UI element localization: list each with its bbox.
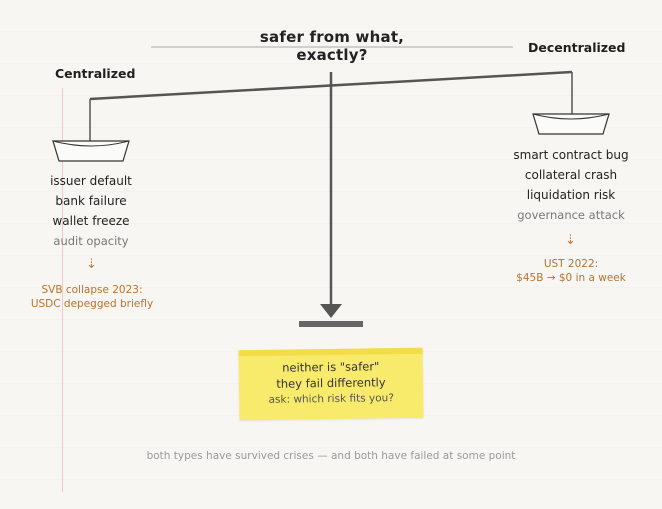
centralized-risk-list: issuer default bank failure wallet freez…: [40, 171, 142, 251]
risk-item: liquidation risk: [526, 188, 616, 202]
risk-item: collateral crash: [524, 168, 618, 182]
dashed-arrow-down-icon: ⇣: [565, 233, 576, 248]
example-line: SVB collapse 2023:: [41, 284, 143, 296]
right-pan: [532, 113, 610, 135]
example-line: $45B → $0 in a week: [516, 272, 626, 284]
dashed-arrow-down-icon: ⇣: [86, 257, 97, 272]
diagram-title: safer from what, exactly?: [259, 28, 405, 64]
example-line: USDC depegged briefly: [30, 298, 154, 310]
decentralized-example: UST 2022: $45B → $0 in a week: [506, 257, 636, 285]
risk-item-muted: governance attack: [517, 208, 625, 222]
decentralized-risk-list: smart contract bug collateral crash liqu…: [508, 145, 634, 225]
sticky-note: neither is "safer" they fail differently…: [238, 347, 424, 421]
decentralized-label: Decentralized: [528, 40, 626, 55]
scale-base: [299, 321, 363, 327]
sticky-tape: [238, 347, 423, 357]
example-line: UST 2022:: [543, 258, 599, 270]
sticky-tip: ask: which risk fits you?: [268, 392, 394, 406]
risk-item: wallet freeze: [52, 214, 130, 228]
risk-item: issuer default: [50, 174, 132, 188]
centralized-example: SVB collapse 2023: USDC depegged briefly: [22, 283, 162, 311]
risk-item: bank failure: [55, 194, 127, 208]
margin-line: [62, 88, 63, 492]
pole-tip: [320, 304, 342, 318]
risk-item-muted: audit opacity: [53, 234, 129, 248]
left-pan-rim: [52, 140, 130, 147]
right-pan-rim: [532, 113, 610, 120]
risk-item: smart contract bug: [513, 148, 629, 162]
scale-beam: [89, 70, 573, 101]
left-pan: [52, 140, 130, 162]
centralized-label: Centralized: [55, 66, 136, 81]
footer-caption: both types have survived crises — and bo…: [146, 450, 516, 462]
